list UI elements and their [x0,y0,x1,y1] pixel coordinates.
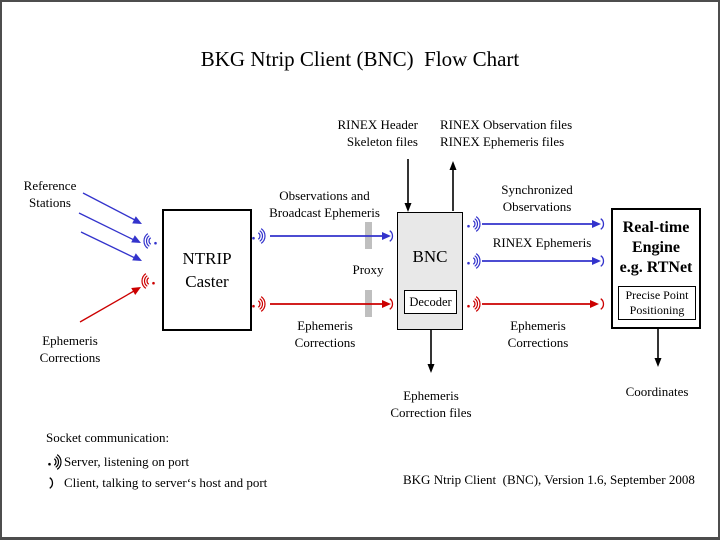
ephemeris-correction-files-label: Ephemeris Correction files [390,388,472,420]
version-text: BKG Ntrip Client (BNC), Version 1.6, Sep… [403,472,695,487]
precise-point-positioning-node: Precise Point Positioning [618,286,696,320]
realtime-engine-label: Real-time Engine e.g. RTNet [619,219,693,276]
bnc-label: BNC [412,247,448,266]
server-listen-icon [141,273,156,289]
ephemeris-corrections-mid-label: Ephemeris Corrections [294,318,356,350]
decoder-label: Decoder [409,294,452,309]
ntrip-caster-label: NTRIP Caster [182,249,232,291]
server-socket-icon [251,228,266,244]
arrow-bnc-to-engine-sync-obs [482,220,601,228]
legend-server-text: Server, listening on port [64,454,190,469]
legend-client-text: Client, talking to server‘s host and por… [64,475,268,490]
reference-station-arrows [78,192,142,261]
arrow-skeleton-into-bnc [404,159,412,212]
server-listen-icon [143,233,158,249]
observations-broadcast-label: Observations and Broadcast Ephemeris [269,188,380,220]
arrow-caster-to-bnc-observations [270,232,391,240]
precise-point-positioning-label: Precise Point Positioning [625,288,689,317]
reference-stations-label: Reference Stations [23,178,77,210]
ephemeris-corrections-in-arrow [79,287,141,323]
proxy-label: Proxy [352,262,384,277]
legend-client-icon [49,477,54,489]
rinex-header-skeleton-label: RINEX Header Skeleton files [337,117,419,149]
page-title: BKG Ntrip Client (BNC) Flow Chart [200,47,520,71]
realtime-engine-node: Real-time Engine e.g. RTNet Precise Poin… [611,208,701,329]
ephemeris-corrections-left-label: Ephemeris Corrections [39,333,101,365]
arrow-bnc-to-engine-rinex-eph [482,257,601,265]
client-socket-icon [600,255,605,267]
synchronized-observations-label: Synchronized Observations [501,182,573,214]
rinex-ephemeris-label: RINEX Ephemeris [492,235,592,250]
client-socket-icon [600,298,605,310]
ephemeris-corrections-right-label: Ephemeris Corrections [507,318,569,350]
server-socket-icon [466,216,481,232]
bnc-node: BNC Decoder [397,212,463,330]
rinex-files-label: RINEX Observation files RINEX Ephemeris … [440,117,573,149]
coordinates-label: Coordinates [625,384,689,399]
arrow-engine-out-coordinates [654,329,662,367]
server-socket-icon [466,296,481,312]
arrow-bnc-out-correction-files [427,330,435,373]
server-socket-icon [466,253,481,269]
legend-title: Socket communication: [46,430,170,445]
server-socket-icon [251,296,266,312]
arrow-bnc-to-engine-corrections [482,300,599,308]
legend-server-icon [47,454,62,470]
arrow-caster-to-bnc-corrections [270,300,391,308]
client-socket-icon [600,218,605,230]
ntrip-caster-node: NTRIP Caster [162,209,252,331]
arrow-bnc-out-rinex-files [449,161,457,211]
decoder-node: Decoder [404,290,457,314]
